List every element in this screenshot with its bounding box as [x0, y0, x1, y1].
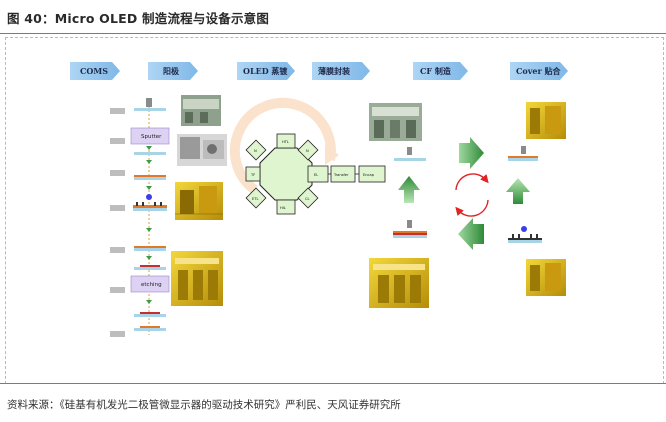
chamber-label-n1: N: [254, 149, 257, 153]
top-divider: [0, 33, 666, 34]
chamber-label-cl: CL: [305, 197, 310, 201]
stage-label-anode: 阳极: [163, 66, 179, 76]
arrow-up-green: [398, 176, 420, 203]
inline-label-el: EL: [314, 173, 318, 177]
cluster-tool: HTL HIL TF EL N N ETL CL EL Transfer Enc…: [229, 97, 386, 215]
chamber-label-hil: HIL: [280, 206, 286, 210]
arrow-left-green: [458, 218, 484, 250]
cycle-icon: [455, 173, 489, 217]
figure-title: 图 40：Micro OLED 制造流程与设备示意图: [7, 11, 270, 26]
anode-process-column: Sputter etching: [110, 98, 170, 337]
cover-photo-bottom: [526, 259, 566, 296]
inline-label-encap: Encap: [363, 173, 375, 177]
chamber-label-n2: N: [306, 149, 309, 153]
cf-substrate-bottom: [393, 220, 427, 238]
inline-label-transfer: Transfer: [333, 173, 349, 177]
cleanroom-photo-2: [171, 251, 223, 306]
cover-substrate-bottom: [508, 226, 542, 243]
arrow-down-green: [506, 178, 530, 204]
arrow-right-green: [459, 137, 484, 169]
cover-photo-top: [526, 102, 566, 139]
cf-cleanroom-photo: [369, 258, 429, 308]
stage-arrow-coms: COMS: [70, 62, 120, 80]
stage-label-coms: COMS: [80, 66, 108, 76]
etching-label: etching: [141, 282, 162, 288]
cf-equipment-photo: [369, 103, 422, 141]
stage-label-oled: OLED 蒸镀: [243, 66, 288, 76]
anode-equipment-photo-1: [181, 95, 221, 126]
stage-arrow-cover: Cover 贴合: [510, 62, 568, 80]
cleanroom-photo-1: [175, 182, 223, 220]
bottom-divider: [0, 383, 666, 384]
stage-arrow-oled-evaporation: OLED 蒸镀: [237, 62, 295, 80]
stage-arrow-thin-film-encapsulation: 薄膜封装: [312, 62, 370, 80]
sputter-machine-photo: [177, 134, 227, 166]
chamber-label-htl: HTL: [282, 140, 289, 144]
chamber-label-tf: TF: [250, 173, 255, 177]
stage-label-cover: Cover 贴合: [516, 66, 561, 76]
cover-substrate-top: [508, 146, 538, 161]
chamber-label-etl: ETL: [252, 197, 258, 201]
stage-arrow-anode: 阳极: [148, 62, 198, 80]
stage-label-cf: CF 制造: [420, 66, 451, 76]
cf-substrate-top: [394, 147, 426, 161]
stage-label-tfe: 薄膜封装: [318, 66, 350, 76]
stage-arrow-cf: CF 制造: [413, 62, 468, 80]
figure-source: 资料来源：《硅基有机发光二极管微显示器的驱动技术研究》严利民、天风证券研究所: [7, 399, 401, 411]
sputter-label: Sputter: [141, 134, 162, 140]
